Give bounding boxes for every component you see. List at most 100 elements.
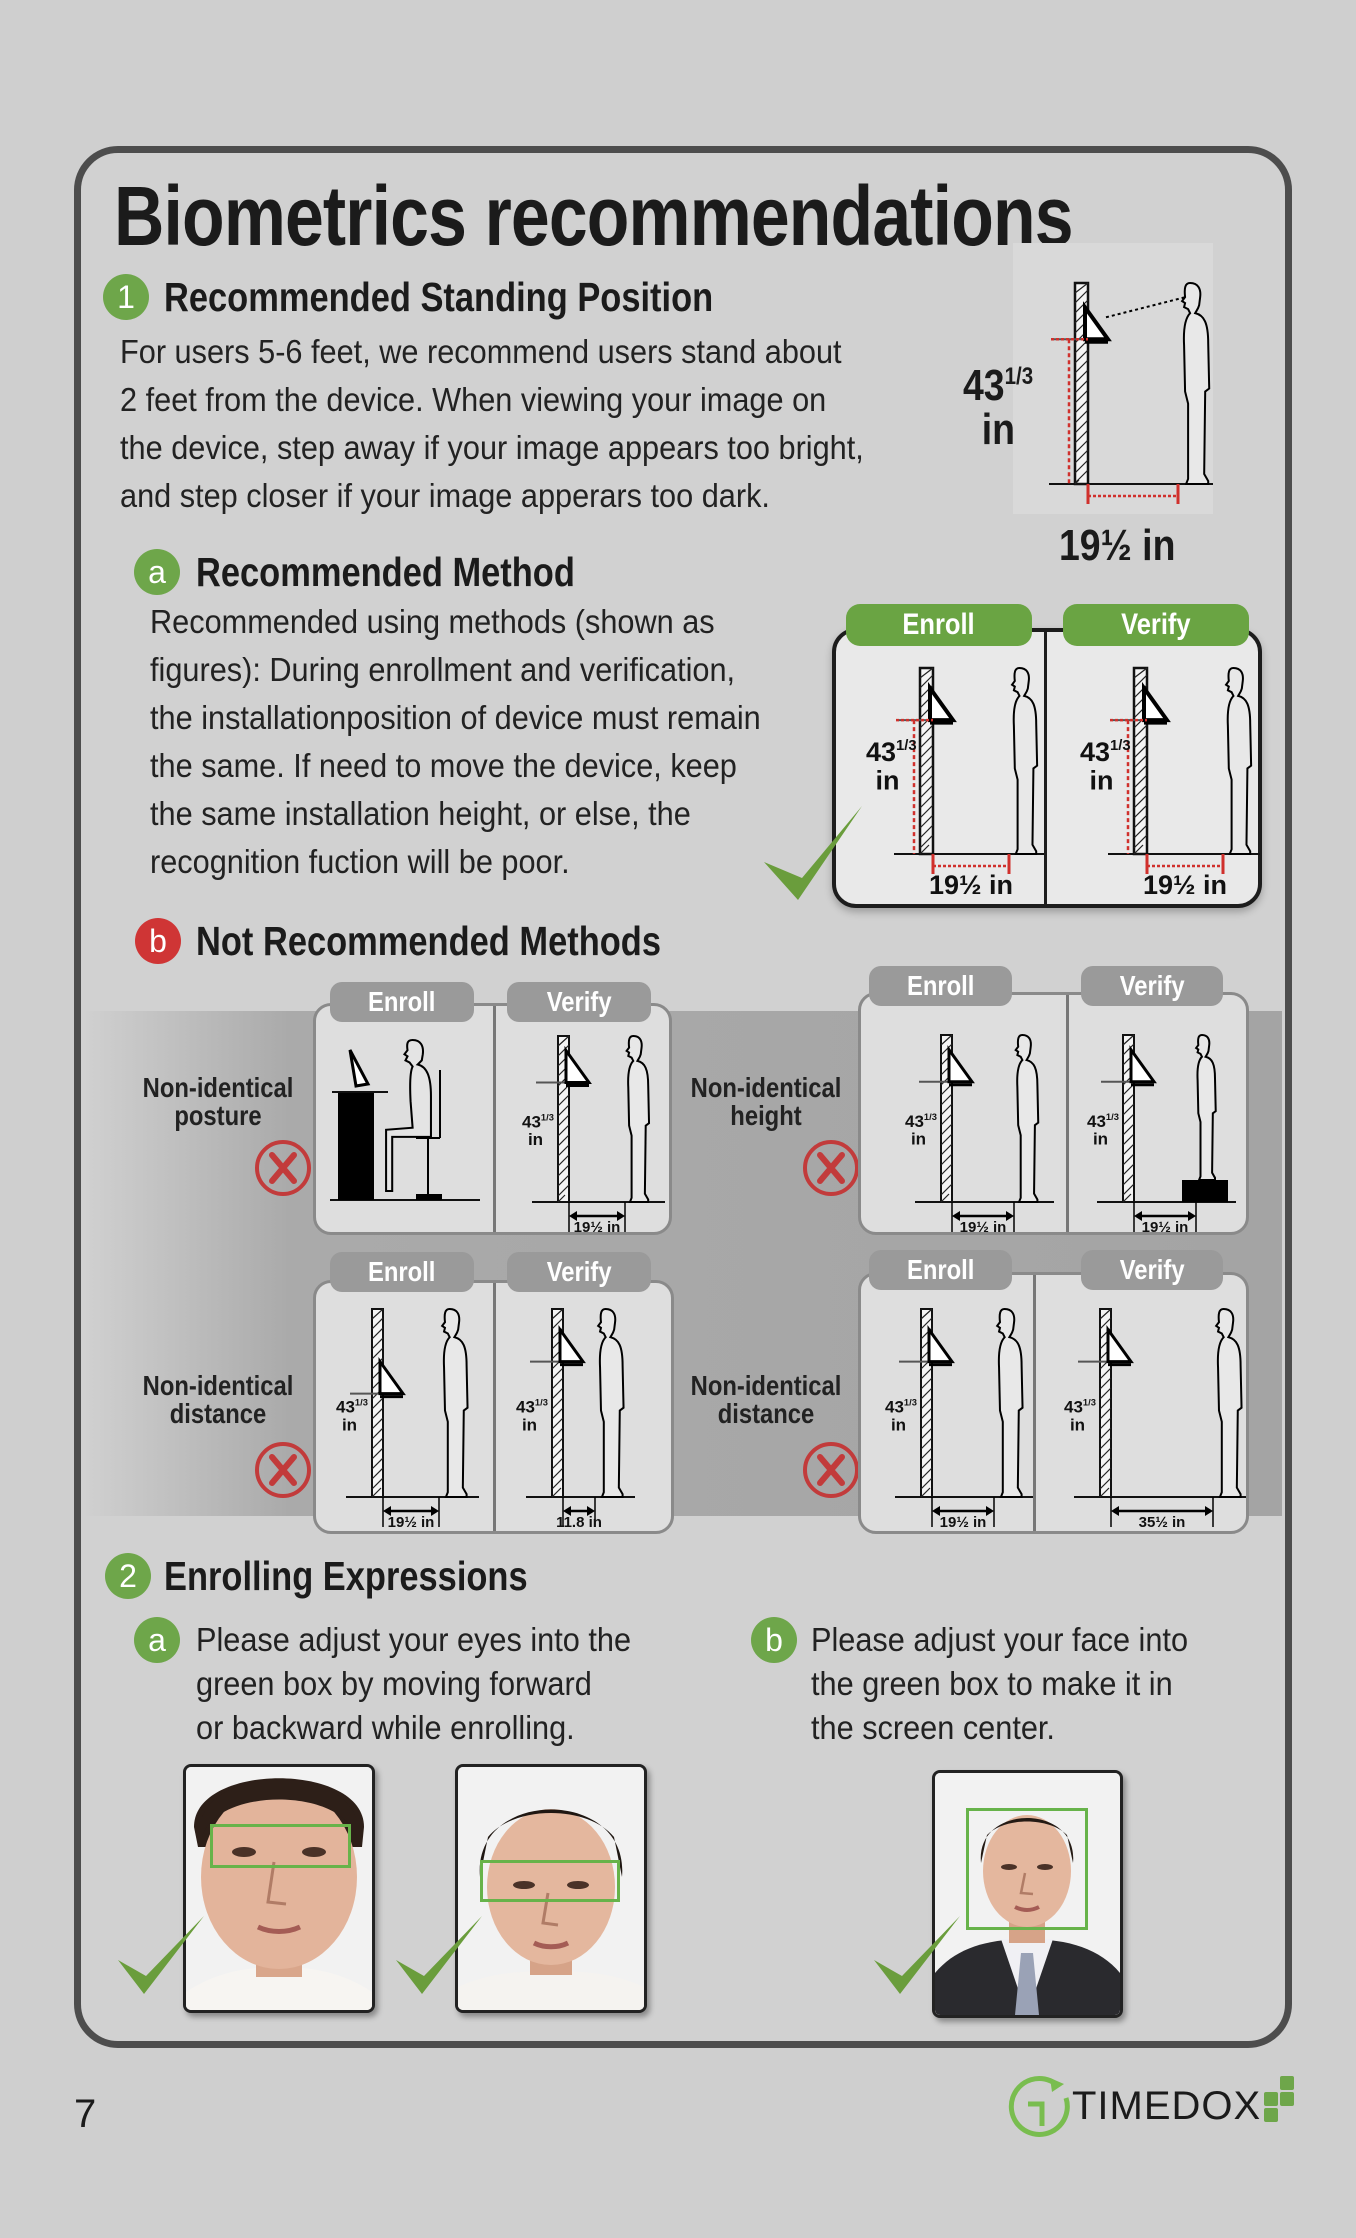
distance-label: 19½ in (960, 1219, 1007, 1232)
wall-hatch (1122, 1113, 1135, 1126)
section-paragraph: For users 5-6 feet, we recommend users s… (120, 328, 864, 520)
paragraph-line: Recommended using methods (shown as (150, 603, 715, 640)
height-fraction: 1/3 (1110, 738, 1131, 754)
wall-hatch (1122, 1093, 1135, 1106)
wall-hatch (1122, 1163, 1135, 1176)
person-silhouette (997, 1309, 1022, 1497)
wall-hatch (1122, 1193, 1132, 1203)
wall-hatch (1122, 1143, 1135, 1156)
enroll-tab-label: Enroll (906, 1254, 975, 1285)
wall-hatch (940, 1034, 953, 1046)
wall-hatch (1133, 804, 1148, 819)
verify-tab: Verify (507, 1252, 651, 1292)
wall-hatch (1122, 1173, 1135, 1186)
checkmark-icon (118, 1916, 204, 1994)
arrow-head (932, 1506, 940, 1516)
wall-hatch (371, 1417, 384, 1430)
wall-hatch (940, 1173, 953, 1186)
wall-hatch (1133, 834, 1148, 849)
wall-hatch (371, 1467, 384, 1480)
enroll-tab-label: Enroll (368, 986, 436, 1017)
device-icon (348, 1049, 371, 1088)
height-value: 43 (1087, 1112, 1106, 1131)
paragraph-line: the device, step away if your image appe… (120, 429, 864, 466)
wall-hatch (557, 1154, 570, 1167)
wall-hatch (551, 1387, 564, 1400)
device-icon (564, 1045, 592, 1084)
mount-height-label: 431/3 (866, 737, 917, 767)
verify-tab-label: Verify (1121, 608, 1191, 641)
wall-hatch (919, 804, 934, 819)
verify-tab-label: Verify (546, 1256, 612, 1287)
paragraph-line: and step closer if your image apperars t… (120, 477, 770, 514)
checkmark-icon (764, 806, 862, 900)
case-label-line: height (730, 1100, 802, 1131)
mount-height-label: 431/3 (885, 1397, 917, 1416)
device-icon (928, 681, 957, 723)
wall-hatch (940, 1043, 953, 1056)
arrow-head (1205, 1506, 1213, 1516)
wall-hatch (1074, 379, 1089, 394)
height-value: 43 (1064, 1397, 1083, 1416)
wall-hatch (557, 1174, 570, 1187)
wall-hatch (920, 1487, 931, 1498)
enroll-tab-label: Enroll (368, 1256, 436, 1287)
arrow-head (587, 1506, 595, 1516)
wall-hatch (1074, 349, 1089, 364)
arrow-head (431, 1506, 439, 1516)
wall-hatch (1133, 784, 1148, 799)
distance-label: 11.8 in (556, 1514, 602, 1531)
wall-hatch (919, 814, 934, 829)
wall-shape (557, 1035, 570, 1203)
wall-hatch (920, 1367, 933, 1380)
arrow-head (1134, 1211, 1142, 1221)
wall-hatch (919, 774, 934, 789)
wall-hatch (940, 1113, 953, 1126)
device-icon (1142, 681, 1171, 723)
wall-hatch (1074, 479, 1080, 485)
wall-hatch (371, 1457, 384, 1470)
paragraph-line: Please adjust your face into (811, 1621, 1189, 1658)
device-icon (1083, 301, 1112, 342)
case-label-line: distance (717, 1398, 815, 1429)
verify-tab-label: Verify (1119, 970, 1185, 1001)
enroll-tab-label: Enroll (906, 970, 975, 1001)
wall-hatch (1099, 1407, 1112, 1420)
wall-hatch (371, 1477, 384, 1490)
wall-hatch (557, 1035, 570, 1047)
wall-hatch (1099, 1387, 1112, 1400)
arrow-head (617, 1211, 625, 1221)
paragraph-line: or backward while enrolling. (196, 1709, 575, 1746)
paragraph-line: the installationposition of device must … (150, 699, 761, 736)
panel-divider (493, 1283, 496, 1531)
standing-person (1182, 283, 1209, 484)
verify-tab: Verify (507, 982, 651, 1022)
wall-hatch (551, 1427, 564, 1440)
height-unit-label: in (875, 765, 899, 795)
paragraph-line: the screen center. (811, 1709, 1055, 1746)
height-unit: in (981, 405, 1015, 454)
standing-diagram (1049, 281, 1218, 504)
wall-hatch (920, 1447, 933, 1460)
arrow-head (563, 1506, 571, 1516)
standing-person (1012, 668, 1037, 854)
panel-divider (1033, 1275, 1036, 1531)
arrow-head (952, 1211, 960, 1221)
method-b-heading: Not Recommended Methods (196, 918, 661, 964)
person-silhouette (598, 1309, 623, 1497)
paragraph-line: recognition fuction will be poor. (150, 843, 570, 880)
page-number: 7 (74, 2092, 97, 2136)
face-photo-far (455, 1764, 647, 2013)
wall-hatch (1099, 1377, 1112, 1390)
paragraph-line: For users 5-6 feet, we recommend users s… (120, 333, 842, 370)
standing-position-figure (1013, 243, 1218, 514)
wall-shape (940, 1034, 953, 1203)
wall-hatch (1133, 724, 1148, 739)
expression-b-text: Please adjust your face into the green b… (811, 1618, 1188, 1750)
wall-hatch (940, 1193, 950, 1203)
